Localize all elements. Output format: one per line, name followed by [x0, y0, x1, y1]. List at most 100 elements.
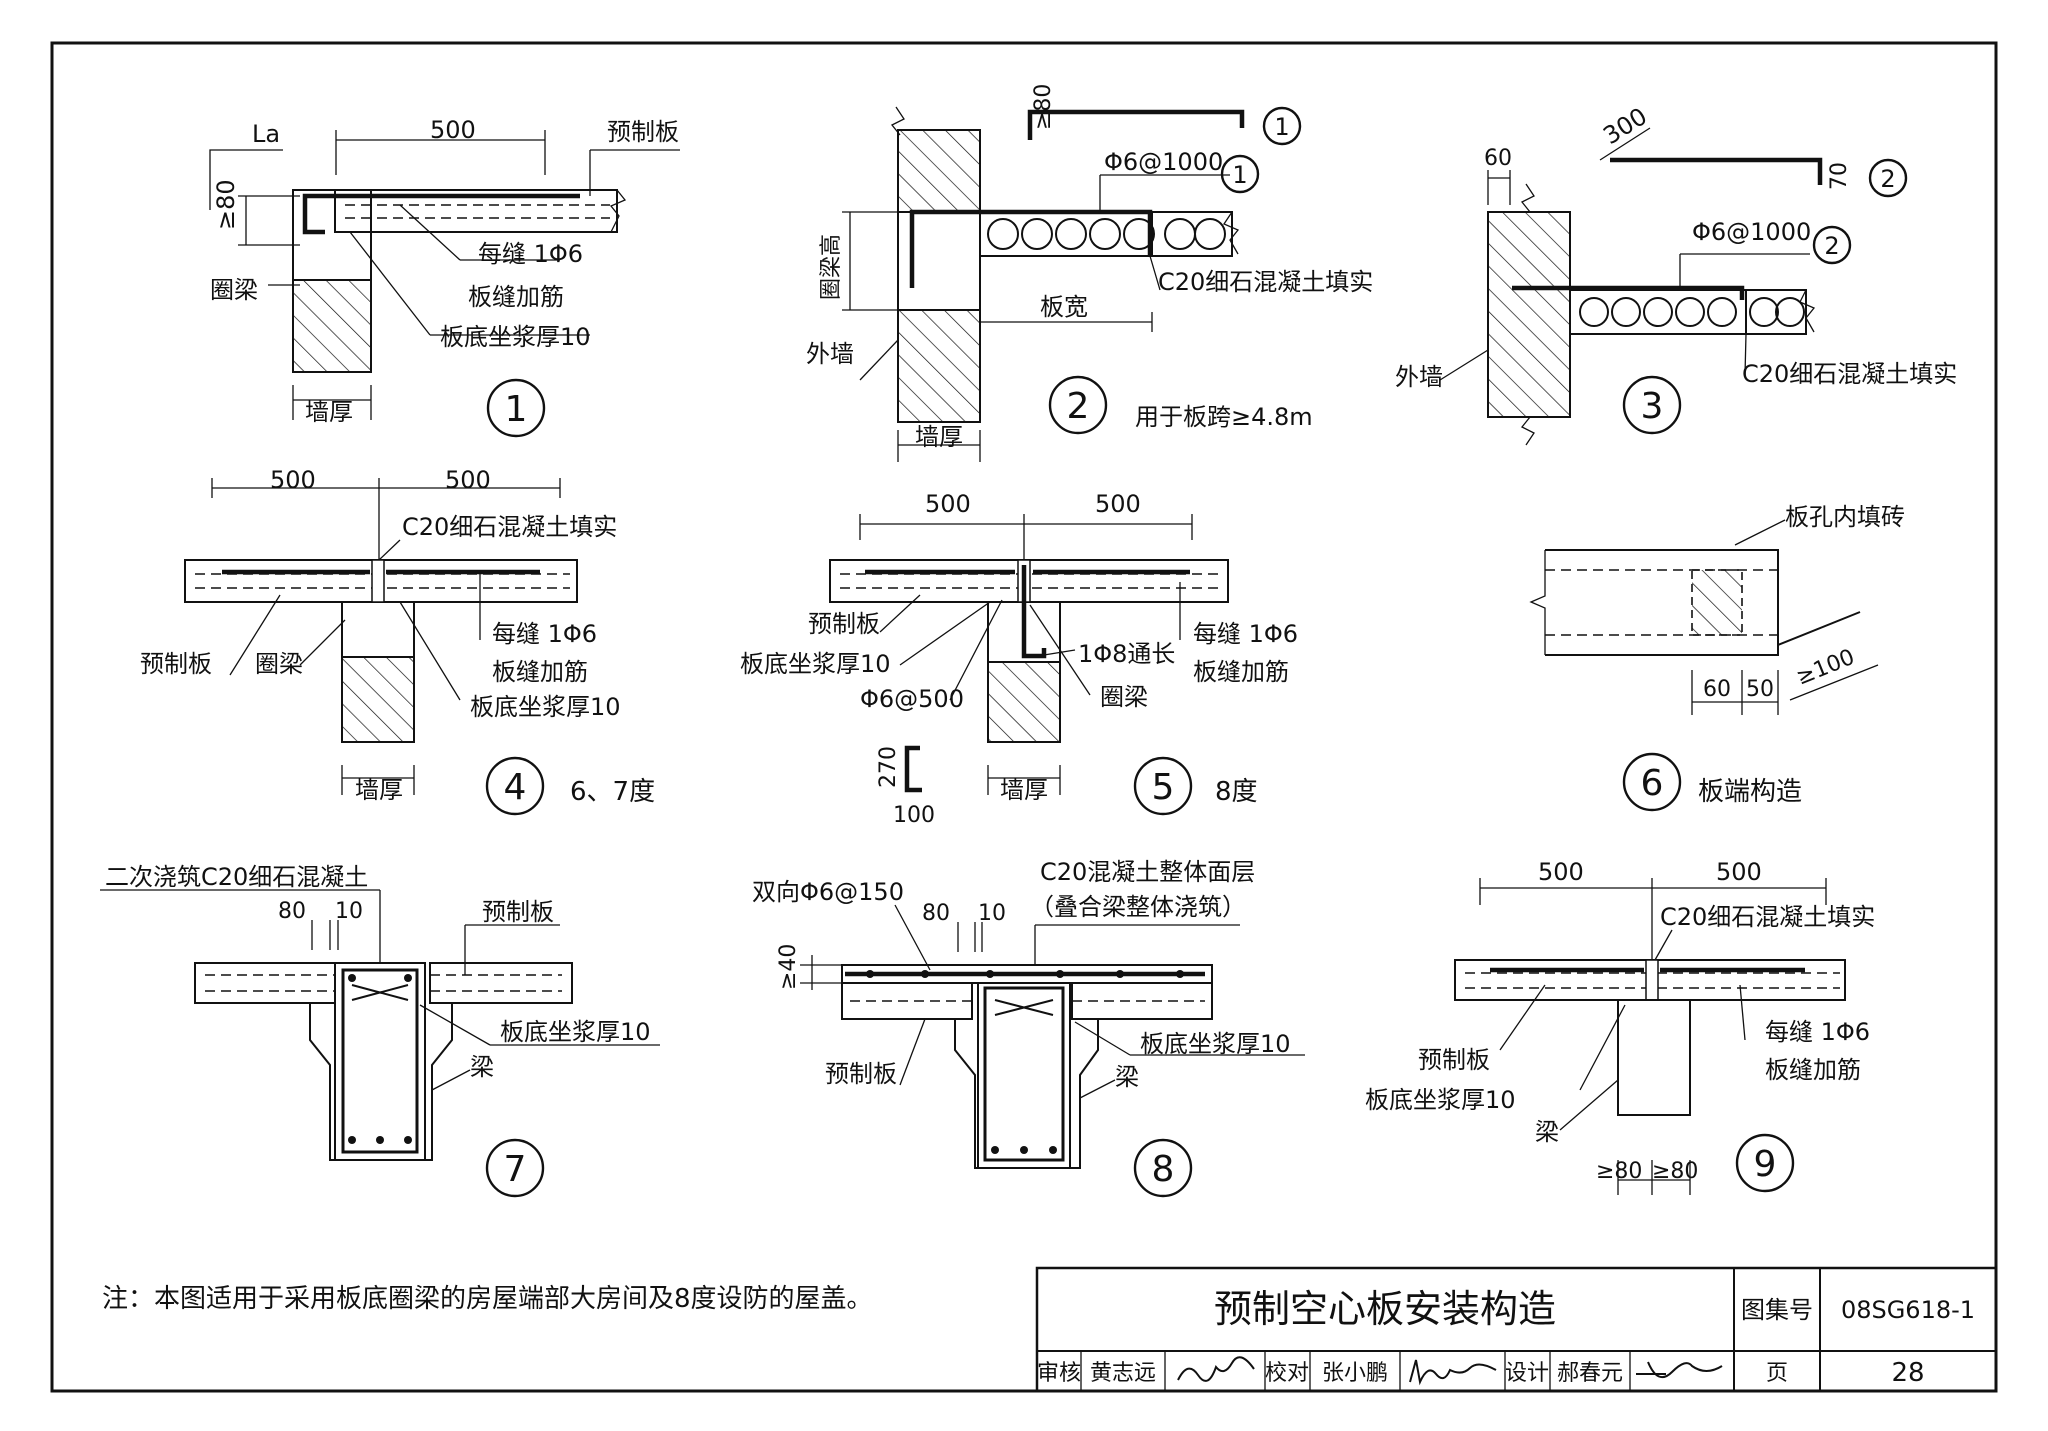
d8-topping-note: （叠合梁整体浇筑） [1030, 893, 1246, 921]
review-label: 审核 [1037, 1361, 1081, 1386]
detail-8: 双向Φ6@150 C20混凝土整体面层 （叠合梁整体浇筑） 80 10 ≥40 … [752, 858, 1305, 1198]
d9-slab-label: 预制板 [1418, 1046, 1490, 1074]
d3-outer-wall-label: 外墙 [1395, 363, 1443, 391]
d4-dim-500-right: 500 [445, 466, 491, 494]
d5-stirrup-label: Φ6@500 [860, 685, 964, 713]
d5-hook-100: 100 [893, 803, 935, 828]
d2-note: 用于板跨≥4.8m [1135, 403, 1313, 431]
d5-note: 8度 [1215, 777, 1258, 807]
general-note: 注：本图适用于采用板底圈梁的房屋端部大房间及8度设防的屋盖。 [102, 1284, 873, 1314]
d2-mark-1: 1 [1274, 113, 1289, 141]
d6-note: 板端构造 [1698, 777, 1802, 807]
d2-width-label: 板宽 [1040, 293, 1088, 321]
d7-second-pour-label: 二次浇筑C20细石混凝土 [105, 863, 368, 891]
d7-number-circle [485, 1138, 545, 1198]
detail-3: 60 300 70 2 Φ6@1000 2 外墙 C20细石混凝土填实 3 [1395, 102, 1957, 446]
d8-beam-label: 梁 [1115, 1063, 1139, 1091]
design-label: 设计 [1505, 1361, 1549, 1386]
d9-dim-ge80-right: ≥80 [1652, 1159, 1698, 1184]
d9-number-circle [1735, 1133, 1795, 1193]
d1-mortar-label: 板底坐浆厚10 [440, 323, 591, 351]
d5-mortar-label: 板底坐浆厚10 [740, 650, 891, 678]
detail-2: ≥80 1 Φ6@1000 1 圈梁高 C20细石混凝土填实 板宽 外墙 墙厚 … [806, 84, 1373, 462]
detail-6: 板孔内填砖 60 50 ≥100 6 板端构造 [1529, 503, 1905, 812]
d5-dim-500-left: 500 [925, 490, 971, 518]
d9-beam-label: 梁 [1535, 1118, 1559, 1146]
d9-dim-500-right: 500 [1716, 858, 1762, 886]
atlas-no: 08SG618-1 [1841, 1296, 1975, 1324]
d5-long-bar-label: 1Φ8通长 [1078, 640, 1175, 668]
page-label: 页 [1766, 1361, 1788, 1386]
d9-number: 9 [1754, 1144, 1777, 1185]
d8-number-circle [1133, 1138, 1193, 1198]
d1-la: La [252, 120, 280, 148]
d2-number-circle [1048, 375, 1108, 435]
d3-dim-70: 70 [1827, 162, 1852, 190]
d2-ge80: ≥80 [1031, 84, 1056, 130]
d6-number-circle [1622, 752, 1682, 812]
d8-slab-label: 预制板 [825, 1060, 897, 1088]
d5-wall-label: 墙厚 [1000, 776, 1048, 804]
d5-joint-rebar: 板缝加筋 [1193, 658, 1289, 686]
d7-number: 7 [504, 1149, 527, 1190]
d3-dim-60: 60 [1484, 146, 1512, 171]
d2-mark-circle-1 [1262, 106, 1302, 146]
d9-joint-label: 每缝 1Φ6 [1765, 1018, 1870, 1046]
d9-concrete-label: C20细石混凝土填实 [1660, 903, 1875, 931]
detail-9: 500 500 C20细石混凝土填实 预制板 板底坐浆厚10 每缝 1Φ6 板缝… [1365, 858, 1875, 1195]
d3-number: 3 [1641, 386, 1664, 427]
d1-joint-label: 每缝 1Φ6 [478, 240, 583, 268]
d7-slab-label: 预制板 [482, 898, 554, 926]
d9-dim-500-left: 500 [1538, 858, 1584, 886]
d4-note: 6、7度 [570, 777, 655, 807]
d6-dim-50: 50 [1746, 677, 1774, 702]
d4-dim-500-left: 500 [270, 466, 316, 494]
d3-mark-circle-2 [1812, 225, 1852, 265]
d3-number-circle [1622, 375, 1682, 435]
d2-outer-wall-label: 外墙 [806, 340, 854, 368]
d8-mortar-label: 板底坐浆厚10 [1140, 1030, 1291, 1058]
d8-topping-label: C20混凝土整体面层 [1040, 858, 1255, 886]
d1-slab-label: 预制板 [607, 118, 679, 146]
d3-mark-1: 2 [1880, 165, 1895, 193]
d6-dim-60: 60 [1703, 677, 1731, 702]
d4-slab-label: 预制板 [140, 650, 212, 678]
d4-number-circle [485, 756, 545, 816]
designer-signature [1636, 1361, 1723, 1379]
d5-number-circle [1133, 756, 1193, 816]
d2-mark-circle-2 [1220, 154, 1260, 194]
d3-mark-2: 2 [1824, 232, 1839, 260]
d1-beam-label: 圈梁 [210, 276, 258, 304]
reviewer-signature [1177, 1356, 1255, 1382]
d1-joint-rebar: 板缝加筋 [468, 283, 564, 311]
d5-joint-label: 每缝 1Φ6 [1193, 620, 1298, 648]
d3-rebar-label: Φ6@1000 [1692, 218, 1811, 246]
d4-mortar-label: 板底坐浆厚10 [470, 693, 621, 721]
d7-dim-80: 80 [278, 899, 306, 924]
detail-4: 500 500 C20细石混凝土填实 每缝 1Φ6 板缝加筋 预制板 圈梁 板底… [140, 466, 655, 816]
d6-dim-ge100: ≥100 [1793, 645, 1858, 691]
detail-5: 500 500 预制板 板底坐浆厚10 1Φ8通长 圈梁 Φ6@500 每缝 1… [740, 490, 1298, 828]
d1-ge80: ≥80 [212, 179, 240, 230]
d2-number: 2 [1067, 386, 1090, 427]
d9-joint-rebar: 板缝加筋 [1765, 1056, 1861, 1084]
d5-dim-500-right: 500 [1095, 490, 1141, 518]
d6-number: 6 [1641, 763, 1664, 804]
d8-dim-ge40: ≥40 [776, 944, 801, 990]
d2-concrete-label: C20细石混凝土填实 [1158, 268, 1373, 296]
detail-1: La 500 ≥80 预制板 每缝 1Φ6 板缝加筋 圈梁 板底坐浆厚10 墙厚… [209, 116, 680, 438]
title-block: 预制空心板安装构造 图集号 08SG618-1 审核 黄志远 校对 张小鹏 设计… [1035, 1266, 1998, 1393]
d3-mark-circle-1 [1868, 158, 1908, 198]
d5-beam-label: 圈梁 [1100, 683, 1148, 711]
checker-name: 张小鹏 [1322, 1361, 1388, 1386]
d7-dim-10: 10 [335, 899, 363, 924]
d8-number: 8 [1152, 1149, 1175, 1190]
check-label: 校对 [1265, 1361, 1309, 1386]
d2-beam-height: 圈梁高 [819, 234, 844, 300]
d9-dim-ge80-left: ≥80 [1596, 1159, 1642, 1184]
designer-name: 郝春元 [1557, 1361, 1623, 1386]
d3-concrete-label: C20细石混凝土填实 [1742, 360, 1957, 388]
d2-rebar-label: Φ6@1000 [1104, 148, 1223, 176]
d4-concrete-label: C20细石混凝土填实 [402, 513, 617, 541]
